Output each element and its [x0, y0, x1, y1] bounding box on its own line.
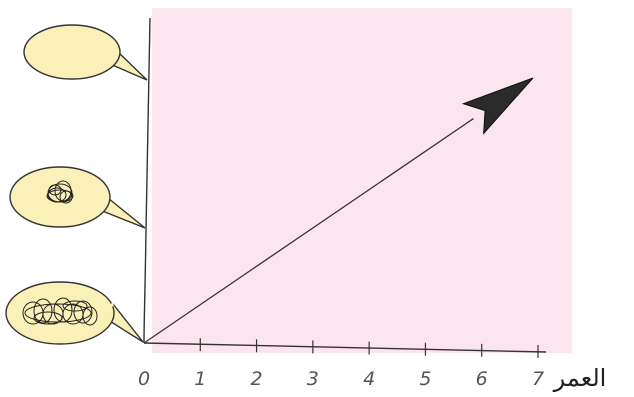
x-tick-label-4: 4: [363, 368, 375, 390]
y-axis: [143, 17, 151, 344]
x-axis-tick-labels: 0 1 2 3 4 5 6 7: [138, 368, 544, 390]
x-tick-label-3: 3: [307, 368, 319, 390]
growth-arrow-line: [143, 117, 474, 344]
plot-background: [152, 8, 572, 353]
x-axis-label: العمر: [553, 364, 607, 392]
x-tick-label-6: 6: [476, 368, 488, 390]
small-scribble-icon: [46, 180, 74, 204]
speech-bubble-large-scribble: [5, 281, 144, 345]
x-tick-label-7: 7: [532, 368, 544, 390]
x-axis: [143, 342, 547, 353]
growth-arrowhead: [461, 77, 534, 135]
x-tick-label-0: 0: [138, 368, 150, 390]
speech-bubble-small-scribble: [9, 166, 146, 229]
x-axis-ticks: [199, 338, 539, 358]
x-tick-label-5: 5: [419, 368, 431, 390]
large-scribble-icon: [22, 297, 98, 326]
speech-bubble-empty: [23, 24, 148, 81]
x-tick-label-1: 1: [194, 368, 206, 390]
x-tick-label-2: 2: [251, 368, 263, 390]
